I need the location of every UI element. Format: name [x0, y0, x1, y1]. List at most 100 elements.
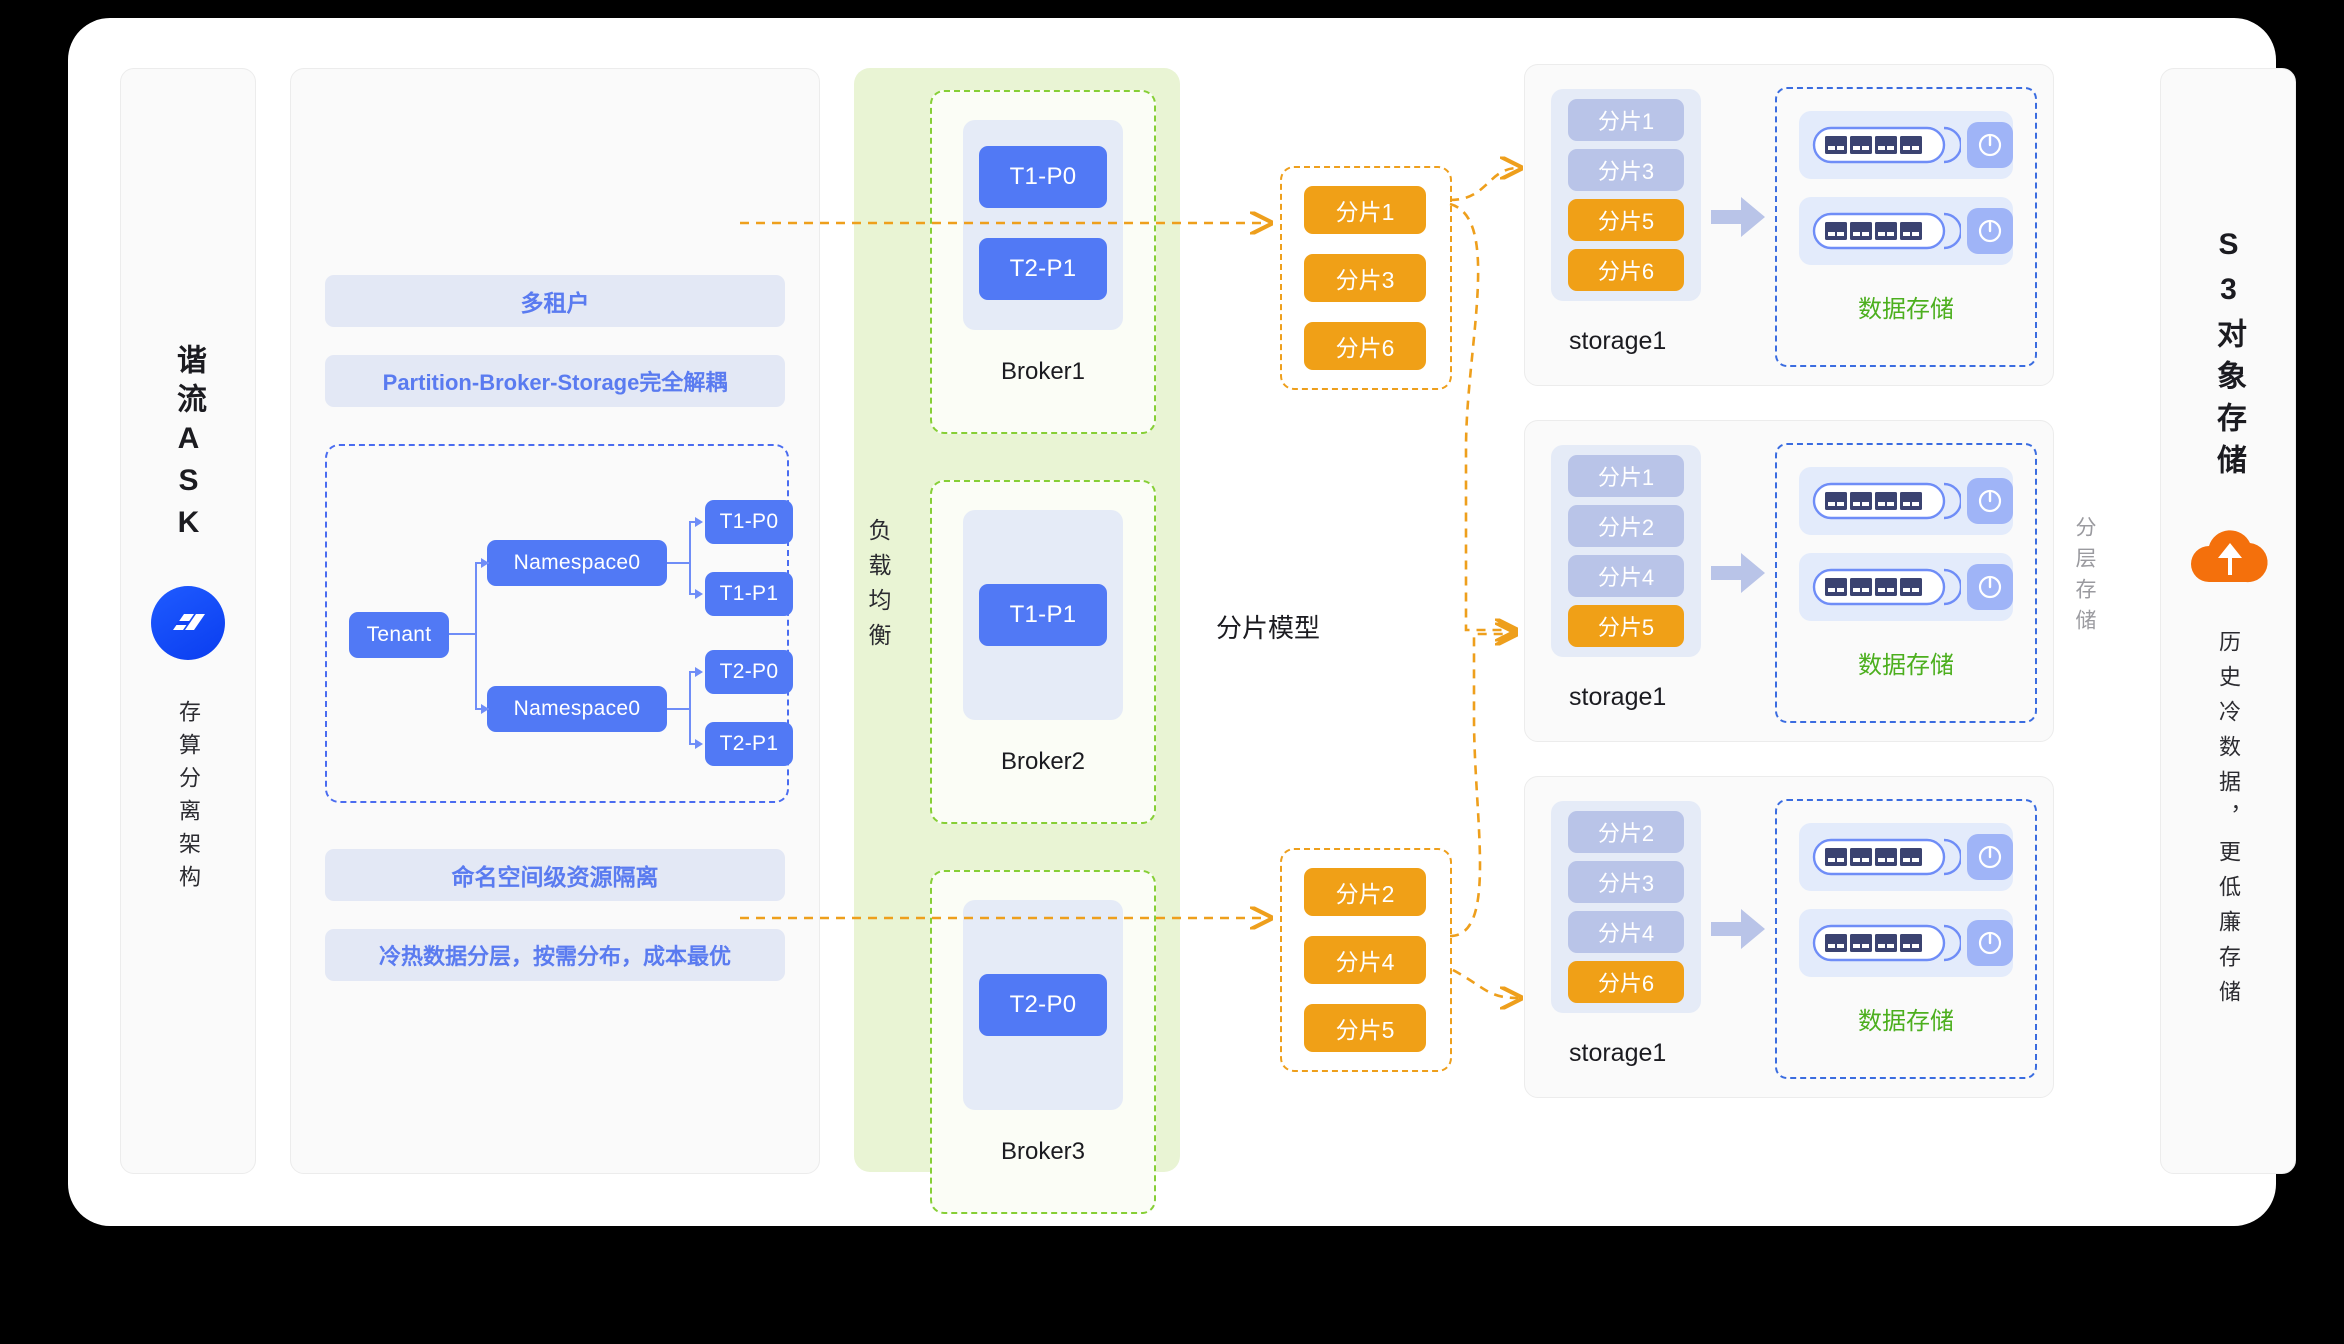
storage-2-disk-0	[1799, 467, 2013, 535]
storage-3-power-icon-0	[1967, 834, 2013, 880]
shard-group-1: 分片1 分片3 分片6	[1280, 166, 1452, 390]
storage-3-shard-2[interactable]: 分片4	[1568, 911, 1684, 953]
broker-2-partition-slot: T1-P1	[963, 510, 1123, 720]
tree-edge-tenant-trunk	[449, 633, 477, 635]
storage-3-power-icon-1	[1967, 920, 2013, 966]
pill-tiering: 冷热数据分层，按需分布，成本最优	[325, 929, 785, 981]
tree-node-t2-p0[interactable]: T2-P0	[705, 650, 793, 694]
cloud-upload-icon	[2185, 526, 2271, 588]
storage-3-name: storage1	[1569, 1039, 1667, 1067]
panel-s3-object-storage: S3对象存储 历史冷数据，更低廉存储	[2160, 68, 2296, 1174]
s3-subtitle: 历史冷数据，更低廉存储	[2216, 629, 2241, 1015]
broker-3-name: Broker3	[1000, 1138, 1086, 1165]
storage-panel-1: 分片1 分片3 分片5 分片6 storage1	[1524, 64, 2054, 386]
tenant-tree: Tenant Namespace0 Namespace0 T1-P0 T1-P1…	[325, 444, 793, 803]
storage-panel-2: 分片1 分片2 分片4 分片5 storage1	[1524, 420, 2054, 742]
shard-group-1-item-0[interactable]: 分片1	[1304, 186, 1426, 234]
storage-1-shard-3[interactable]: 分片6	[1568, 249, 1684, 291]
storage-2-shard-0[interactable]: 分片1	[1568, 455, 1684, 497]
tree-edge-ns1-trunk	[667, 708, 691, 710]
broker-1-partition-slot: T1-P0 T2-P1	[963, 120, 1123, 330]
broker-card-2[interactable]: T1-P1 Broker2	[930, 480, 1156, 824]
storage-1-shard-0[interactable]: 分片1	[1568, 99, 1684, 141]
load-balance-label: 负载均衡	[865, 518, 891, 658]
storage-1-disk-0	[1799, 111, 2013, 179]
storage-3-shard-list: 分片2 分片3 分片4 分片6	[1551, 801, 1701, 1013]
pill-decoupled: Partition-Broker-Storage完全解耦	[325, 355, 785, 407]
storage-2-datastore-label: 数据存储	[1858, 652, 1954, 679]
storage-1-shard-2[interactable]: 分片5	[1568, 199, 1684, 241]
storage-1-flow-arrow	[1711, 197, 1765, 237]
storage-3-flow-arrow	[1711, 909, 1765, 949]
broker-2-partition-0[interactable]: T1-P1	[979, 584, 1107, 646]
shard-group-2-item-1[interactable]: 分片4	[1304, 936, 1426, 984]
panel-tenant-model: 多租户 Partition-Broker-Storage完全解耦 Tenant …	[290, 68, 820, 1174]
storage-3-disk-1	[1799, 909, 2013, 977]
tree-arrow-t1p1	[695, 589, 703, 599]
broker-3-partition-0[interactable]: T2-P0	[979, 974, 1107, 1036]
broker-card-3[interactable]: T2-P0 Broker3	[930, 870, 1156, 1214]
storage-2-shard-1[interactable]: 分片2	[1568, 505, 1684, 547]
pill-multi-tenant: 多租户	[325, 275, 785, 327]
broker-1-partition-0[interactable]: T1-P0	[979, 146, 1107, 208]
tree-node-tenant[interactable]: Tenant	[349, 612, 449, 658]
storage-2-shard-list: 分片1 分片2 分片4 分片5	[1551, 445, 1701, 657]
broker-2-name: Broker2	[1000, 748, 1086, 775]
storage-1-name: storage1	[1569, 327, 1667, 355]
storage-2-power-icon-0	[1967, 478, 2013, 524]
storage-1-power-icon-0	[1967, 122, 2013, 168]
panel-product-overview: 谐流ASK 存算分离架构	[120, 68, 256, 1174]
storage-1-datastore-label: 数据存储	[1858, 296, 1954, 323]
storage-1-disk-1	[1799, 197, 2013, 265]
tree-edge-ns1-vertical	[689, 671, 691, 744]
storage-1-shard-1[interactable]: 分片3	[1568, 149, 1684, 191]
product-title: 谐流ASK	[172, 344, 205, 548]
tree-arrow-t2p1	[695, 739, 703, 749]
tree-edge-tenant-vertical	[475, 563, 477, 709]
tree-node-namespace-0[interactable]: Namespace0	[487, 540, 667, 586]
broker-card-1[interactable]: T1-P0 T2-P1 Broker1	[930, 90, 1156, 434]
storage-2-flow-arrow	[1711, 553, 1765, 593]
storage-2-disk-1	[1799, 553, 2013, 621]
ask-logo-icon	[151, 586, 225, 660]
tree-arrow-ns1	[481, 704, 489, 714]
product-subtitle: 存算分离架构	[176, 700, 201, 898]
storage-2-shard-3[interactable]: 分片5	[1568, 605, 1684, 647]
broker-1-name: Broker1	[1000, 358, 1086, 385]
storage-2-power-icon-1	[1967, 564, 2013, 610]
shard-model-label: 分片模型	[1216, 613, 1321, 643]
storage-2-name: storage1	[1569, 683, 1667, 711]
storage-2-datastore: 数据存储	[1775, 443, 2037, 723]
storage-3-shard-3[interactable]: 分片6	[1568, 961, 1684, 1003]
tree-node-namespace-1[interactable]: Namespace0	[487, 686, 667, 732]
shard-group-1-item-2[interactable]: 分片6	[1304, 322, 1426, 370]
s3-title: S3对象存储	[2212, 227, 2245, 486]
tree-arrow-ns0	[481, 558, 489, 568]
storage-panel-3: 分片2 分片3 分片4 分片6 storage1	[1524, 776, 2054, 1098]
shard-group-1-item-1[interactable]: 分片3	[1304, 254, 1426, 302]
shard-group-2: 分片2 分片4 分片5	[1280, 848, 1452, 1072]
tree-arrow-t1p0	[695, 517, 703, 527]
storage-1-datastore: 数据存储	[1775, 87, 2037, 367]
tree-node-t1-p1[interactable]: T1-P1	[705, 572, 793, 616]
storage-3-shard-0[interactable]: 分片2	[1568, 811, 1684, 853]
tree-node-t2-p1[interactable]: T2-P1	[705, 722, 793, 766]
pill-namespace-isolation: 命名空间级资源隔离	[325, 849, 785, 901]
storage-3-shard-1[interactable]: 分片3	[1568, 861, 1684, 903]
tier-label-wrap: 分层存储	[2073, 516, 2096, 640]
shard-group-2-item-0[interactable]: 分片2	[1304, 868, 1426, 916]
storage-3-datastore-label: 数据存储	[1858, 1008, 1954, 1035]
shard-group-2-item-2[interactable]: 分片5	[1304, 1004, 1426, 1052]
load-balance-label-wrap: 负载均衡	[865, 518, 912, 658]
tree-edge-ns0-trunk	[667, 562, 691, 564]
panel-broker-column: 负载均衡 T1-P0 T2-P1 Broker1 T1-P1 Broker2 T…	[854, 68, 1180, 1214]
tree-arrow-t2p0	[695, 667, 703, 677]
storage-2-shard-2[interactable]: 分片4	[1568, 555, 1684, 597]
storage-1-power-icon-1	[1967, 208, 2013, 254]
tree-node-t1-p0[interactable]: T1-P0	[705, 500, 793, 544]
diagram-canvas: 谐流ASK 存算分离架构 多租户 Partition-Broker-Storag…	[68, 18, 2296, 1226]
storage-1-shard-list: 分片1 分片3 分片5 分片6	[1551, 89, 1701, 301]
broker-3-partition-slot: T2-P0	[963, 900, 1123, 1110]
storage-3-disk-0	[1799, 823, 2013, 891]
broker-1-partition-1[interactable]: T2-P1	[979, 238, 1107, 300]
